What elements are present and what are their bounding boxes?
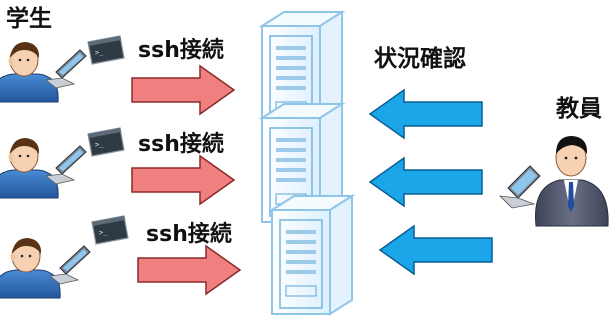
student-2 xyxy=(0,127,125,199)
teacher-icon xyxy=(535,136,609,227)
check-arrow-2 xyxy=(369,157,483,207)
ssh-label-1: ssh接続 xyxy=(138,38,224,63)
teacher-label: 教員 xyxy=(556,96,602,122)
laptop-icon xyxy=(45,145,87,185)
student-icon xyxy=(0,41,59,103)
laptop-icon xyxy=(45,49,87,89)
ssh-arrow-2 xyxy=(131,155,235,205)
teacher xyxy=(498,136,609,227)
ssh-arrow-3 xyxy=(137,245,241,295)
student-3 xyxy=(0,215,129,299)
check-arrow-1 xyxy=(369,89,483,139)
terminal-window-icon xyxy=(91,215,129,245)
server-icon xyxy=(271,195,353,315)
students-label: 学生 xyxy=(6,6,52,32)
student-icon xyxy=(0,237,61,299)
check-arrow-3 xyxy=(379,225,493,275)
laptop-icon xyxy=(49,245,91,285)
ssh-label-3: ssh接続 xyxy=(146,222,232,247)
terminal-window-icon xyxy=(87,35,125,65)
student-1 xyxy=(0,35,125,103)
laptop-icon xyxy=(498,165,541,209)
student-icon xyxy=(0,137,59,199)
status-check-label: 状況確認 xyxy=(374,46,466,72)
ssh-arrow-1 xyxy=(131,65,235,115)
ssh-label-2: ssh接続 xyxy=(138,132,224,157)
terminal-window-icon xyxy=(87,127,125,157)
